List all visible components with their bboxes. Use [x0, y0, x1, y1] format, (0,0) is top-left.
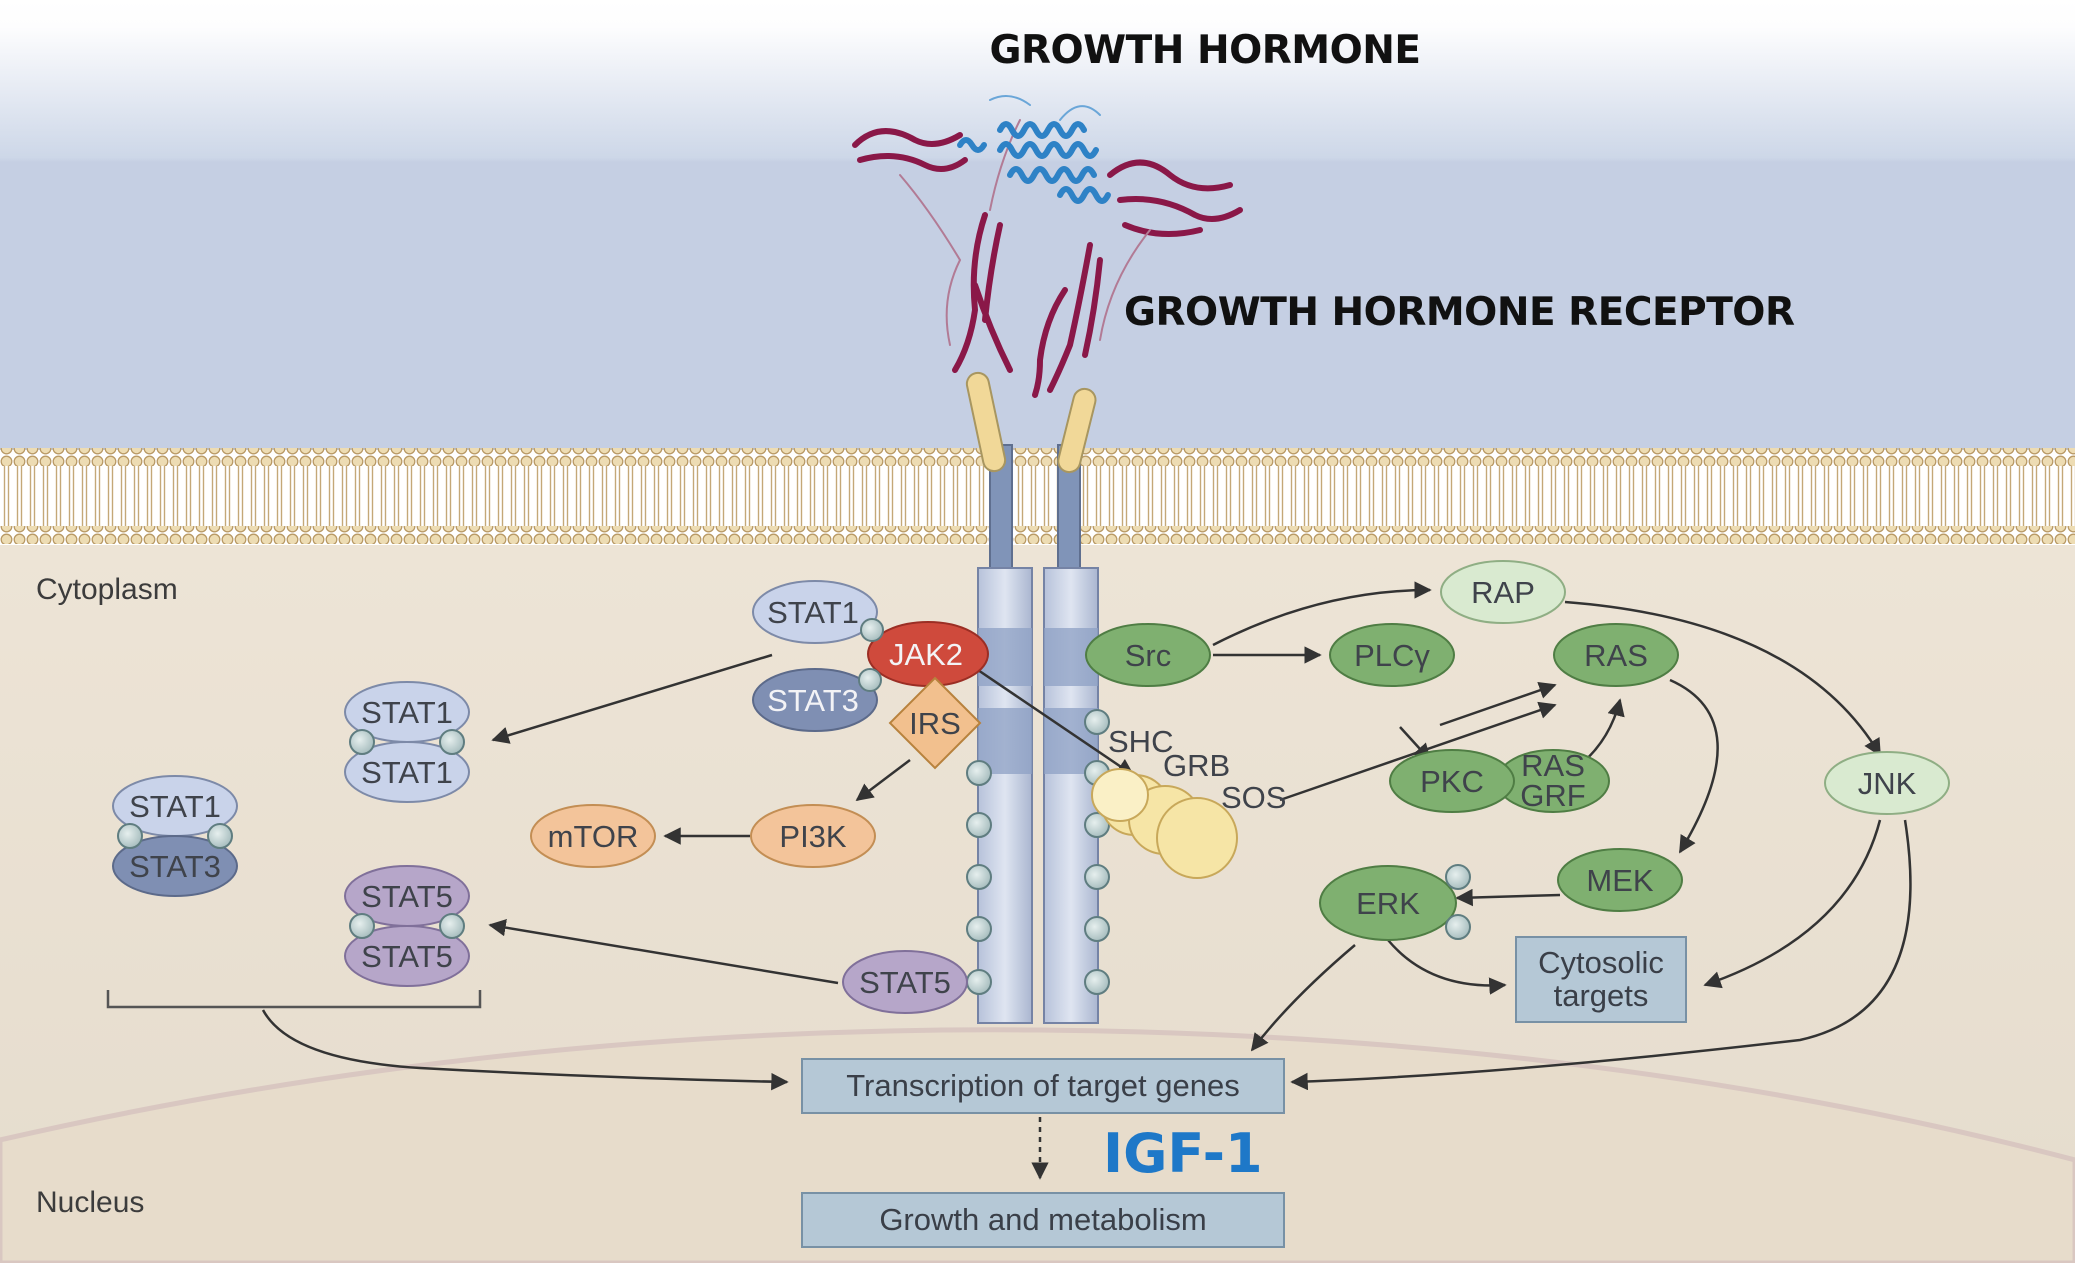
cytoplasm-label: Cytoplasm — [36, 573, 178, 606]
svg-text:Src: Src — [1125, 638, 1172, 673]
mek-node: MEK — [1557, 848, 1683, 912]
rap-node: RAP — [1440, 560, 1566, 624]
svg-text:targets: targets — [1554, 978, 1649, 1013]
svg-text:MEK: MEK — [1586, 863, 1654, 898]
shc-label: SHC — [1108, 724, 1173, 759]
stat-group-bracket — [106, 990, 482, 1009]
svg-text:STAT3: STAT3 — [129, 849, 221, 884]
receptor-stalks — [965, 371, 1097, 571]
svg-text:STAT1: STAT1 — [361, 755, 453, 790]
svg-text:STAT1: STAT1 — [767, 595, 859, 630]
growth-hormone-title: GROWTH HORMONE — [989, 28, 1420, 73]
ras-node: RAS — [1553, 623, 1679, 687]
sos-label: SOS — [1221, 780, 1286, 815]
growth-metabolism-box: Growth and metabolism — [801, 1192, 1285, 1248]
svg-text:GRF: GRF — [1520, 778, 1585, 813]
transcription-box: Transcription of target genes — [801, 1058, 1285, 1114]
pathway-arrows — [261, 581, 1912, 1180]
growth-hormone-structure — [852, 95, 1243, 398]
cytosolic-targets-box: Cytosolic targets — [1515, 936, 1687, 1023]
nucleus-area — [0, 1027, 2075, 1263]
stat3-node: STAT3 — [752, 668, 878, 732]
cell-membrane — [0, 448, 2075, 544]
svg-text:STAT1: STAT1 — [129, 789, 221, 824]
growth-hormone-receptor-title: GROWTH HORMONE RECEPTOR — [1124, 290, 1795, 335]
jnk-node: JNK — [1824, 751, 1950, 815]
erk-node: ERK — [1319, 864, 1471, 941]
svg-text:JNK: JNK — [1858, 766, 1917, 801]
svg-text:STAT5: STAT5 — [361, 939, 453, 974]
svg-text:STAT3: STAT3 — [767, 683, 859, 718]
grb-label: GRB — [1163, 748, 1230, 783]
stat1-node: STAT1 — [752, 580, 878, 644]
svg-text:PI3K: PI3K — [779, 819, 847, 854]
stat5-dimer: STAT5 STAT5 — [344, 865, 470, 987]
svg-text:JAK2: JAK2 — [889, 637, 963, 672]
svg-text:Cytosolic: Cytosolic — [1538, 945, 1664, 980]
svg-text:RAS: RAS — [1584, 638, 1648, 673]
rasgrf-node: RAS GRF — [1496, 748, 1610, 813]
svg-text:Growth and metabolism: Growth and metabolism — [879, 1202, 1206, 1237]
stat1-dimer: STAT1 STAT1 — [344, 681, 470, 803]
src-node: Src — [1085, 623, 1211, 687]
igf-1-label: IGF-1 — [1103, 1122, 1263, 1185]
mtor-node: mTOR — [530, 804, 656, 868]
svg-text:PKC: PKC — [1420, 764, 1484, 799]
jak2-node: JAK2 — [867, 621, 989, 687]
svg-text:STAT5: STAT5 — [859, 965, 951, 1000]
svg-text:RAP: RAP — [1471, 575, 1535, 610]
plcg-node: PLCγ — [1329, 623, 1455, 687]
svg-text:STAT1: STAT1 — [361, 695, 453, 730]
svg-text:mTOR: mTOR — [548, 819, 639, 854]
svg-text:IRS: IRS — [909, 706, 961, 741]
nucleus-label: Nucleus — [36, 1186, 144, 1219]
phospho-dot — [860, 618, 884, 642]
stat1-stat3-dimer: STAT1 STAT3 — [112, 775, 238, 897]
phospho-dot — [858, 668, 882, 692]
irs-node: IRS — [888, 676, 982, 770]
pi3k-node: PI3K — [750, 804, 876, 868]
svg-text:PLCγ: PLCγ — [1354, 638, 1430, 673]
shc-grb-sos-complex: SHC GRB SOS — [1091, 724, 1286, 879]
pkc-node: PKC — [1389, 749, 1515, 813]
svg-text:Transcription of target genes: Transcription of target genes — [846, 1068, 1239, 1103]
stat5-node: STAT5 — [842, 950, 968, 1014]
svg-text:ERK: ERK — [1356, 886, 1420, 921]
svg-text:STAT5: STAT5 — [361, 879, 453, 914]
phosphorylation-sites — [966, 709, 1110, 995]
svg-text:RAS: RAS — [1521, 748, 1585, 783]
